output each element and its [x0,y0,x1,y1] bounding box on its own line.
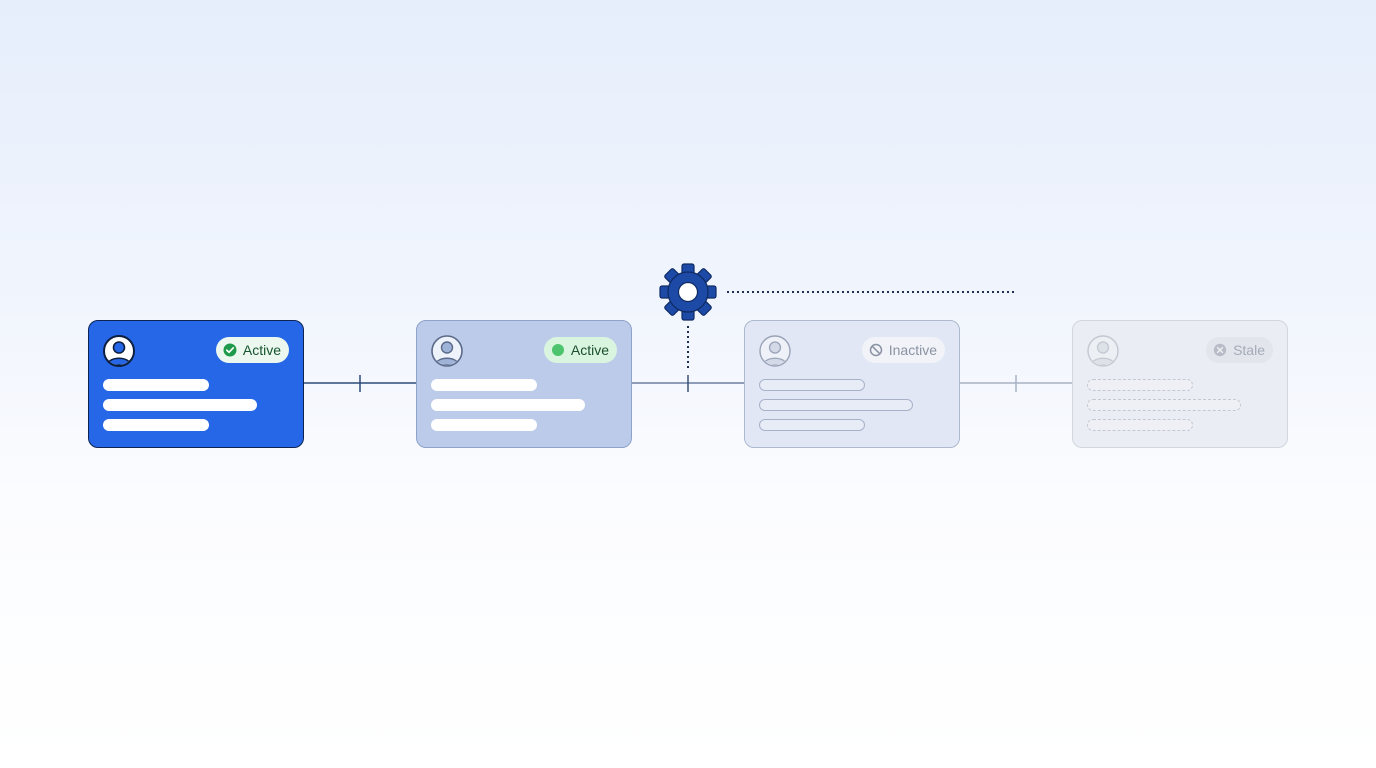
x-circle-icon [1213,343,1227,357]
content-placeholder-line [1087,419,1193,431]
content-placeholder-line [103,379,209,391]
user-card-1: Active [88,320,304,448]
green-dot-icon [551,344,564,356]
user-avatar-icon [431,335,463,367]
content-placeholder-line [759,399,913,411]
status-badge: Active [543,337,617,363]
status-badge: Active [215,337,289,363]
prohibited-icon [869,343,882,357]
status-badge-label: Inactive [888,342,937,358]
content-placeholder-line [431,379,537,391]
content-placeholder-line [1087,379,1193,391]
content-placeholder-line [103,419,209,431]
content-placeholder-line [759,379,865,391]
status-badge: Stale [1206,337,1273,363]
status-badge: Inactive [861,337,945,363]
status-badge-label: Stale [1233,342,1265,358]
user-avatar-icon [759,335,791,367]
user-card-2: Active [416,320,632,448]
user-avatar-icon [1087,335,1119,367]
status-badge-label: Active [570,342,609,358]
check-circle-icon [223,343,237,357]
status-badge-label: Active [242,342,281,358]
content-placeholder-line [431,419,537,431]
user-card-4: Stale [1072,320,1288,448]
content-placeholder-line [431,399,585,411]
user-avatar-icon [103,335,135,367]
content-placeholder-line [103,399,257,411]
content-placeholder-line [1087,399,1241,411]
user-card-3: Inactive [744,320,960,448]
content-placeholder-line [759,419,865,431]
gear-icon [659,263,717,321]
